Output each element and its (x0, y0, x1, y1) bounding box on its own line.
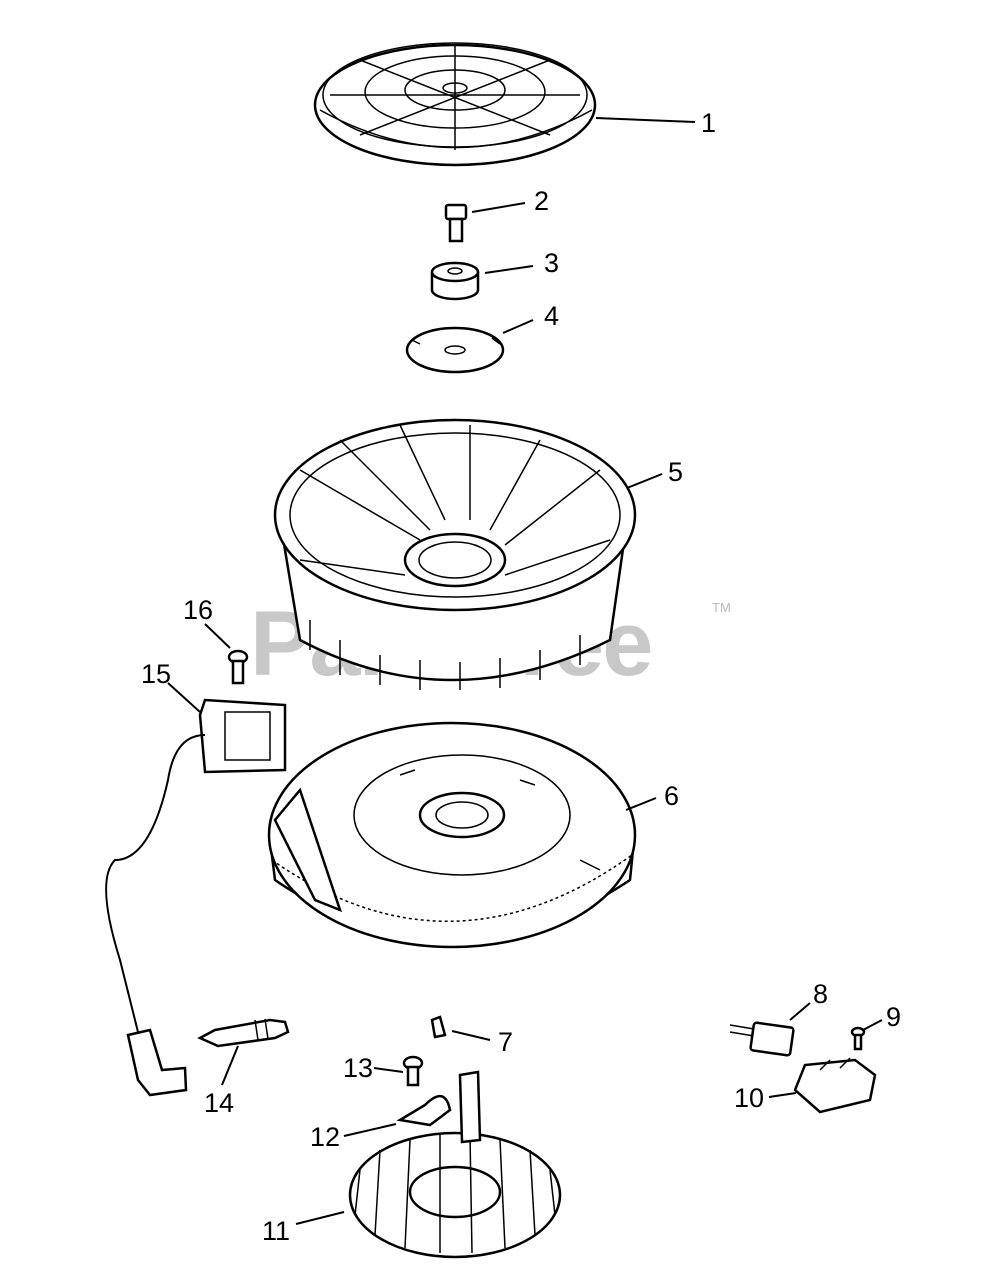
part-4-plate[interactable] (405, 326, 505, 374)
leader-2 (471, 202, 526, 213)
callout-3: 3 (544, 248, 559, 278)
part-16-screw[interactable] (227, 649, 249, 685)
leader-5 (626, 473, 663, 489)
callout-14: 14 (204, 1088, 234, 1118)
leader-11 (295, 1211, 345, 1225)
callout-5: 5 (668, 457, 683, 487)
leader-16 (204, 623, 231, 649)
leader-10 (768, 1092, 797, 1098)
callout-13: 13 (343, 1053, 373, 1083)
part-1-grille-screen[interactable] (313, 42, 597, 167)
leader-7 (451, 1030, 491, 1041)
part-14-spark-plug[interactable] (197, 1018, 290, 1048)
leader-6 (625, 797, 657, 811)
leader-9 (862, 1019, 883, 1031)
part-9-screw[interactable] (850, 1026, 866, 1051)
callout-11: 11 (262, 1216, 290, 1246)
leader-8 (789, 1002, 811, 1021)
part-5-fan[interactable] (273, 418, 637, 690)
leader-13 (373, 1067, 404, 1073)
part-11-stator[interactable] (348, 1070, 562, 1259)
callout-10: 10 (734, 1083, 764, 1113)
part-12-clamp[interactable] (396, 1095, 452, 1127)
leader-lines (167, 117, 883, 1225)
leader-1 (595, 117, 696, 123)
callout-1: 1 (701, 108, 716, 138)
part-3-washer[interactable] (430, 261, 480, 301)
callout-4: 4 (544, 301, 559, 331)
callout-9: 9 (886, 1002, 901, 1032)
leader-12 (343, 1123, 397, 1137)
leader-4 (502, 319, 534, 334)
callout-8: 8 (813, 979, 828, 1009)
part-6-flywheel[interactable] (267, 721, 637, 949)
callout-12: 12 (310, 1122, 340, 1152)
callout-7: 7 (498, 1027, 513, 1057)
part-8-connector[interactable] (729, 1021, 795, 1057)
callout-15: 15 (141, 659, 171, 689)
leader-15 (167, 682, 201, 713)
callout-16: 16 (183, 595, 213, 625)
leader-3 (484, 265, 534, 274)
part-2-bolt[interactable] (444, 203, 468, 243)
leader-14 (221, 1045, 239, 1086)
callout-6: 6 (664, 781, 679, 811)
part-13-screw[interactable] (402, 1055, 424, 1087)
callout-numbers: 1 2 3 4 5 6 7 8 9 10 11 12 13 14 15 16 (141, 108, 901, 1246)
part-7-key[interactable] (430, 1015, 447, 1039)
part-15-ignition-module[interactable] (105, 698, 287, 1097)
watermark-trademark: TM (712, 600, 731, 615)
part-10-rectifier[interactable] (793, 1057, 877, 1114)
callout-2: 2 (534, 186, 549, 216)
